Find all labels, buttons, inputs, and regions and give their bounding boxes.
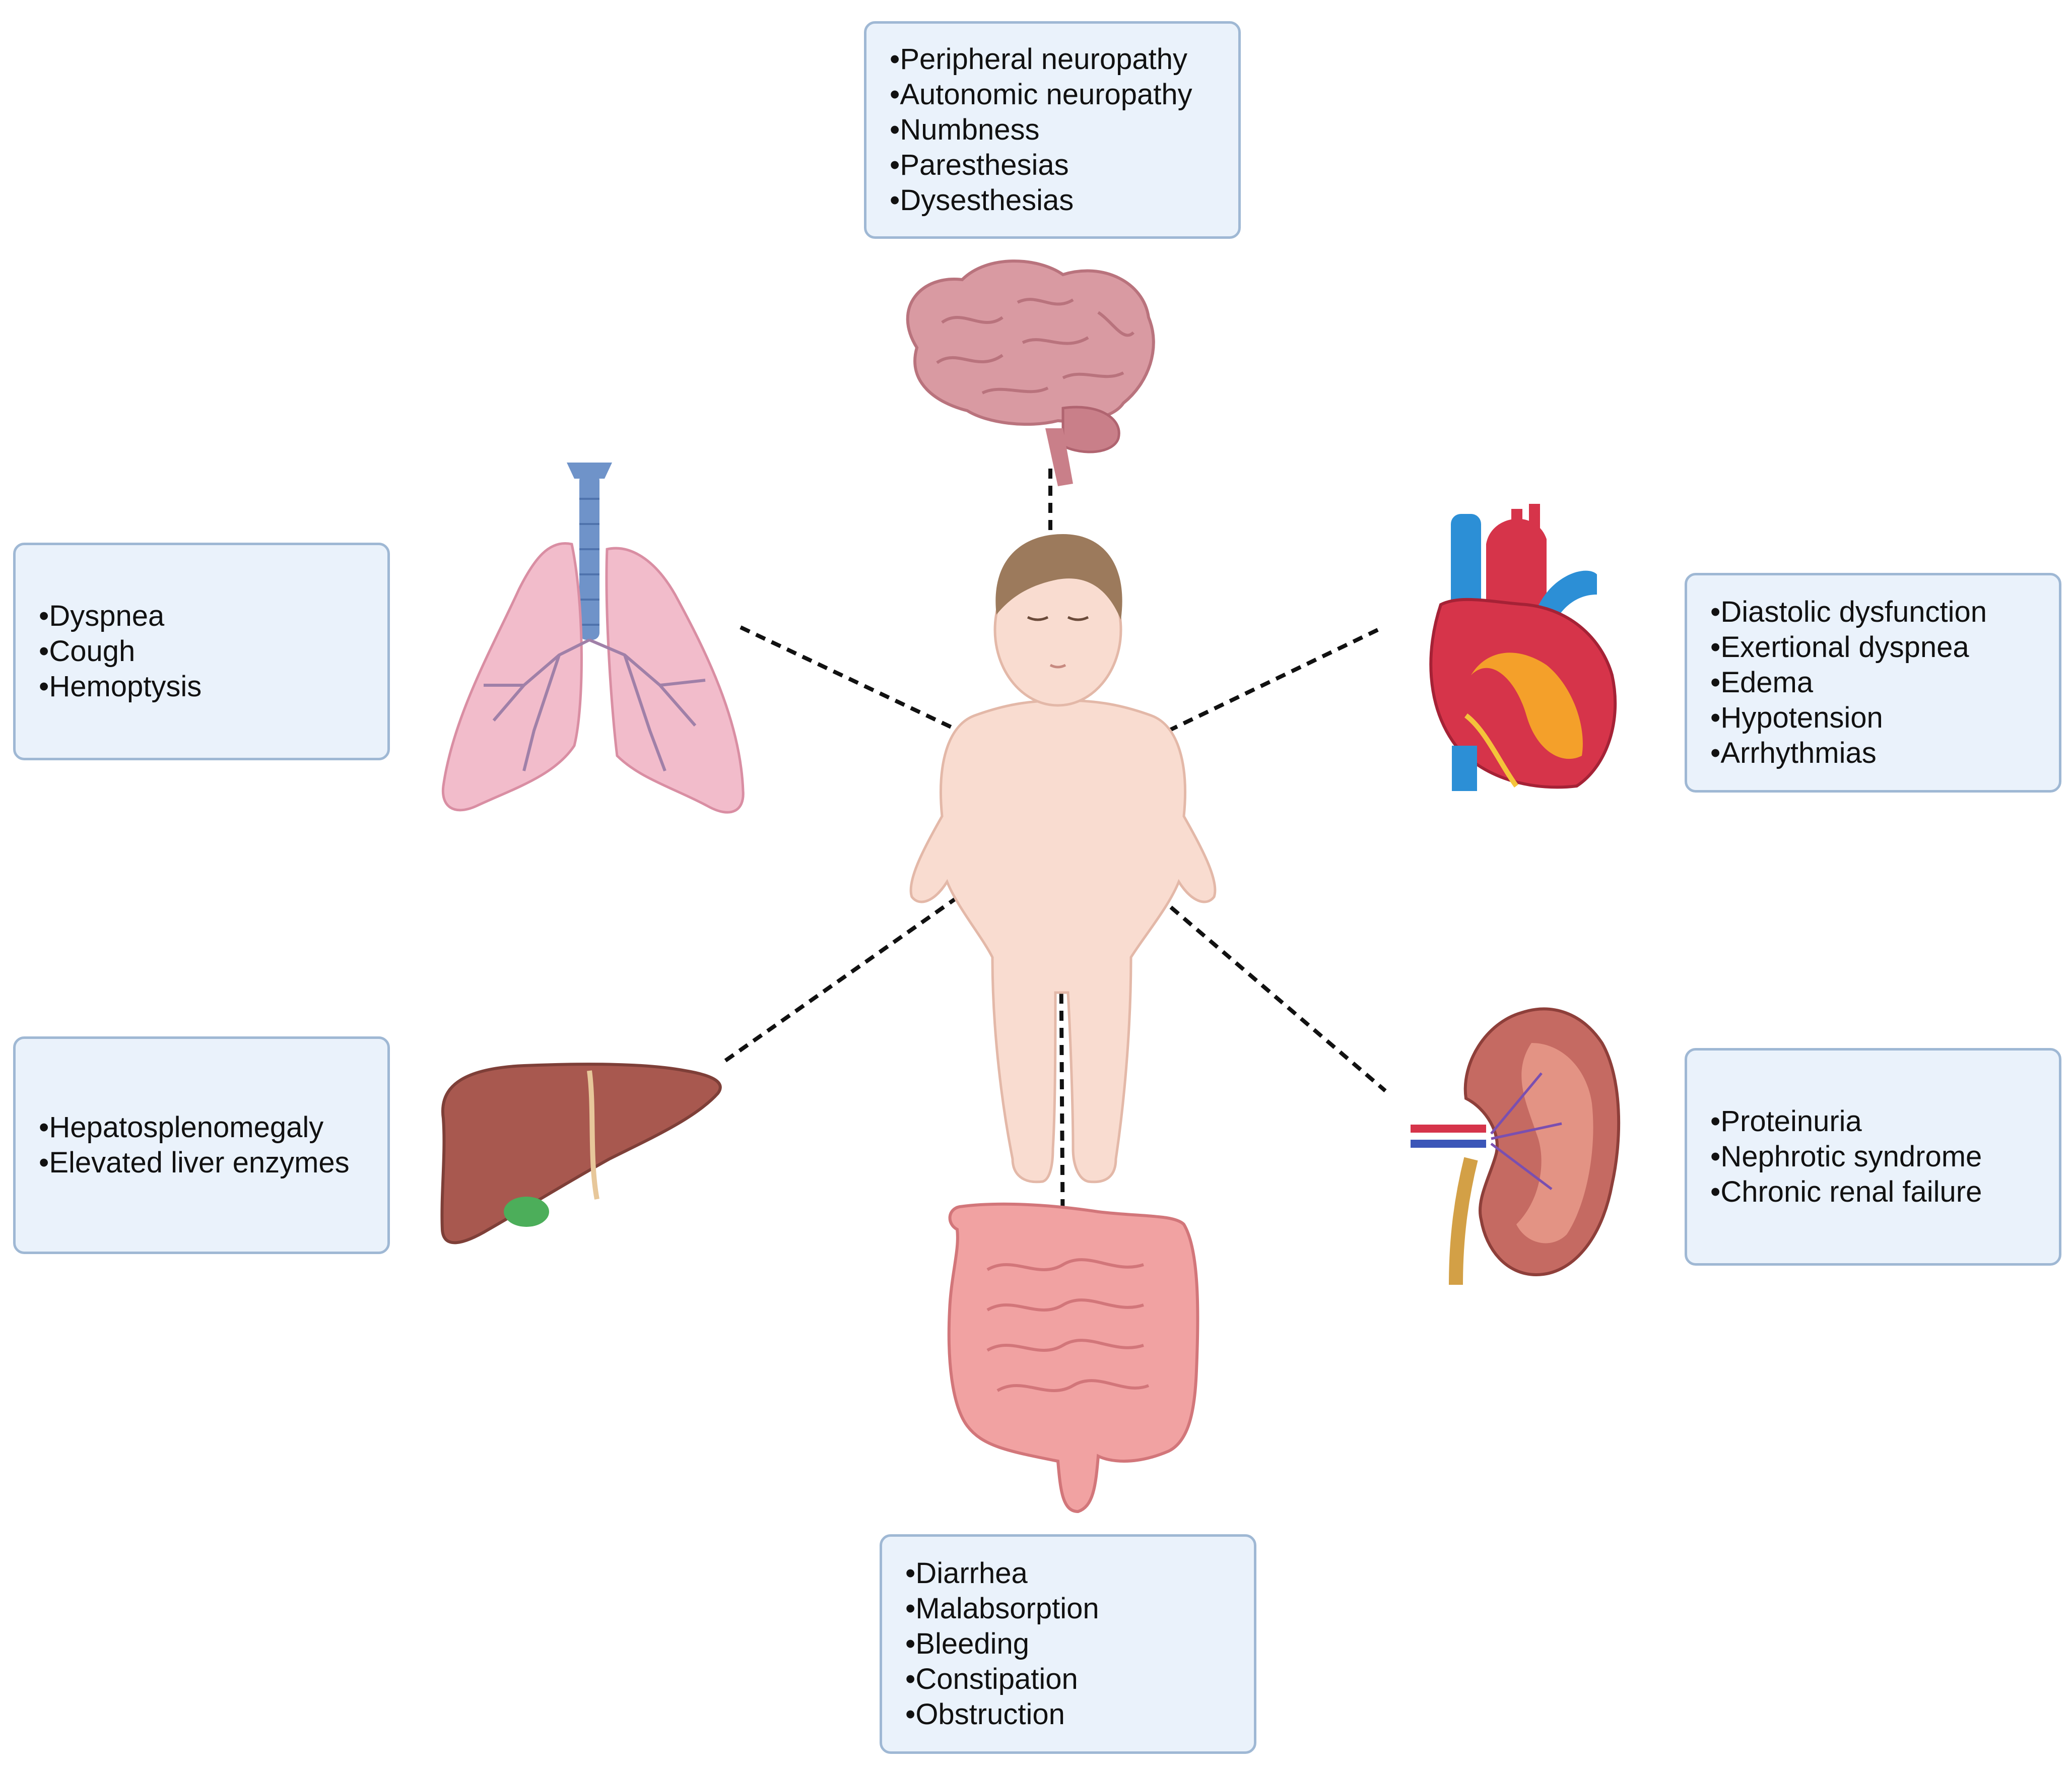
list-item: •Malabsorption (905, 1592, 1099, 1625)
child-figure (909, 534, 1217, 1184)
list-item: •Dysesthesias (890, 184, 1074, 217)
kidney-icon (1411, 1007, 1621, 1285)
list-item: •Hypotension (1710, 701, 1883, 734)
lung-symptom-box: •Dyspnea •Cough •Hemoptysis (13, 543, 390, 760)
list-item: •Elevated liver enzymes (39, 1146, 350, 1179)
lungs-icon (441, 463, 745, 814)
brain-icon (906, 259, 1155, 486)
list-item: •Diastolic dysfunction (1710, 596, 1987, 628)
list-item: •Numbness (890, 113, 1040, 146)
kidney-symptom-list: •Proteinuria •Nephrotic syndrome •Chroni… (1710, 1104, 2036, 1210)
brain-symptom-box: •Peripheral neuropathy •Autonomic neurop… (864, 21, 1241, 239)
heart-symptom-box: •Diastolic dysfunction •Exertional dyspn… (1685, 573, 2061, 793)
list-item: •Chronic renal failure (1710, 1175, 1982, 1208)
liver-symptom-box: •Hepatosplenomegaly •Elevated liver enzy… (13, 1036, 390, 1254)
list-item: •Cough (39, 635, 136, 668)
brain-symptom-list: •Peripheral neuropathy •Autonomic neurop… (890, 42, 1215, 218)
list-item: •Dyspnea (39, 600, 165, 632)
heart-icon (1429, 504, 1617, 791)
list-item: •Arrhythmias (1710, 737, 1877, 769)
intestine-symptom-list: •Diarrhea •Malabsorption •Bleeding •Cons… (905, 1556, 1231, 1732)
list-item: •Paresthesias (890, 149, 1069, 181)
connector-intestine (1058, 856, 1065, 1258)
liver-icon (440, 1063, 722, 1245)
list-item: •Peripheral neuropathy (890, 43, 1188, 76)
intestine-icon (947, 1202, 1199, 1514)
intestine-symptom-box: •Diarrhea •Malabsorption •Bleeding •Cons… (880, 1534, 1256, 1754)
list-item: •Proteinuria (1710, 1105, 1862, 1138)
list-item: •Exertional dyspnea (1710, 631, 1969, 664)
lung-symptom-list: •Dyspnea •Cough •Hemoptysis (39, 599, 364, 704)
connector-liver (724, 849, 1024, 1063)
list-item: •Hemoptysis (39, 670, 202, 703)
list-item: •Hepatosplenomegaly (39, 1111, 324, 1144)
list-item: •Nephrotic syndrome (1710, 1140, 1982, 1173)
list-item: •Diarrhea (905, 1557, 1028, 1590)
list-item: •Bleeding (905, 1627, 1030, 1660)
liver-symptom-list: •Hepatosplenomegaly •Elevated liver enzy… (39, 1110, 364, 1181)
list-item: •Autonomic neuropathy (890, 78, 1192, 111)
list-item: •Edema (1710, 666, 1814, 699)
kidney-symptom-box: •Proteinuria •Nephrotic syndrome •Chroni… (1685, 1048, 2061, 1266)
list-item: •Obstruction (905, 1698, 1065, 1731)
heart-symptom-list: •Diastolic dysfunction •Exertional dyspn… (1710, 595, 2036, 771)
list-item: •Constipation (905, 1663, 1078, 1695)
